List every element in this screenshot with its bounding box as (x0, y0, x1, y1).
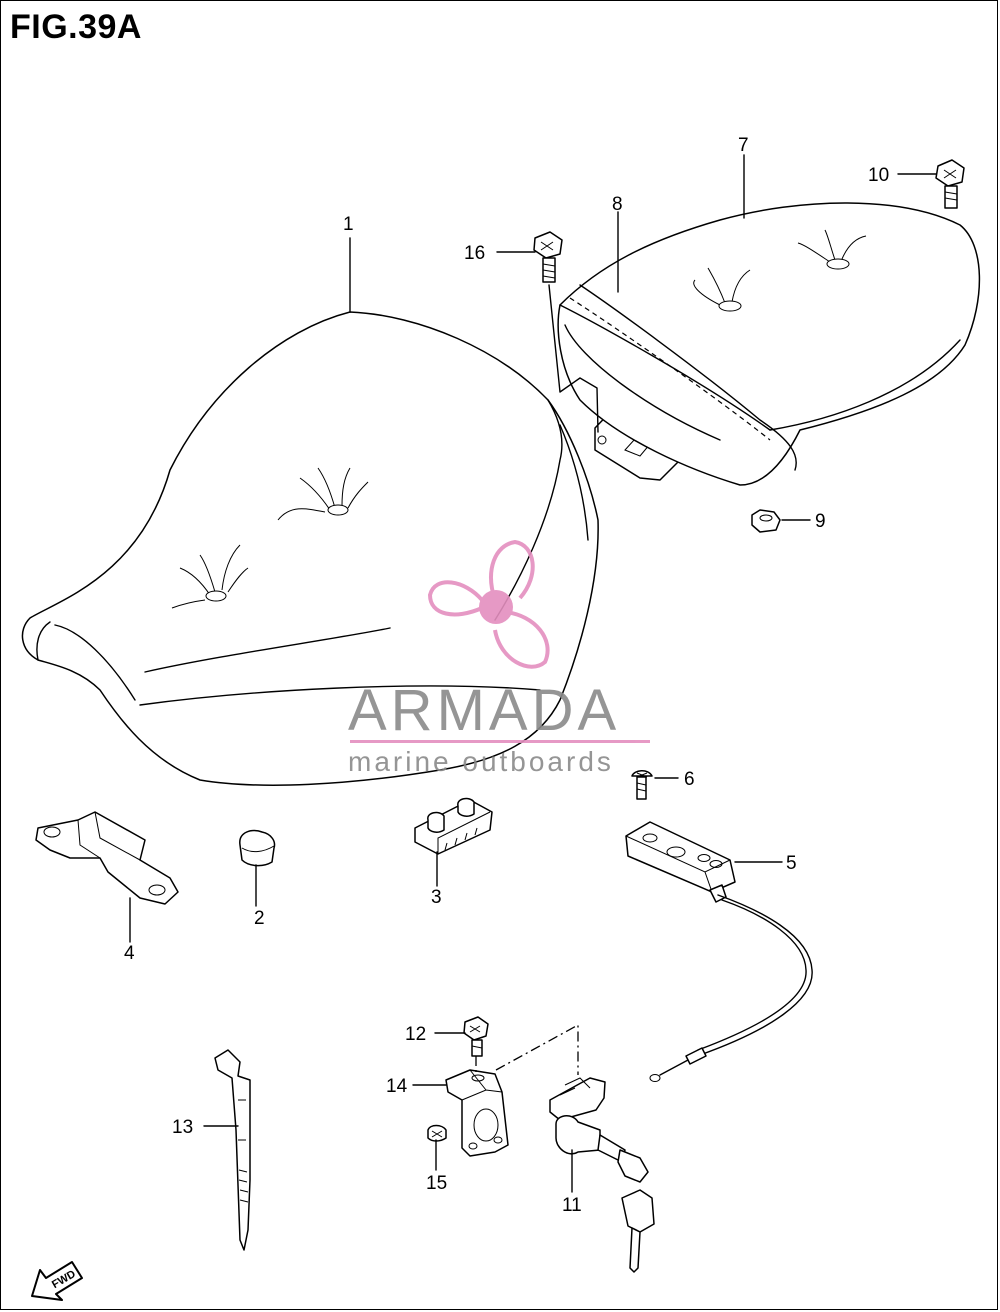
callout-6: 6 (684, 769, 695, 790)
armada-logo: ARMADA marine outboards (348, 539, 650, 777)
nut-part-9 (751, 509, 781, 533)
screw-part-6 (631, 770, 653, 800)
bolt-part-12 (463, 1016, 489, 1057)
key-cylinder-part-11 (549, 1077, 655, 1273)
bolt-part-10 (935, 159, 965, 209)
callout-16: 16 (464, 243, 485, 264)
watermark-tagline: marine outboards (348, 746, 614, 777)
cable-tie-part-13 (214, 1049, 251, 1251)
callout-3: 3 (431, 887, 442, 908)
callout-15: 15 (426, 1173, 447, 1194)
callout-7: 7 (738, 135, 749, 156)
callout-8: 8 (612, 194, 623, 215)
lock-unit-part-5 (625, 821, 813, 1082)
callout-labels: 1 2 3 4 5 6 7 8 9 10 11 12 14 15 13 16 (124, 135, 889, 1216)
damper-part-3 (414, 797, 493, 855)
rear-seat-part-7 (557, 202, 981, 486)
watermark-brand: ARMADA (348, 678, 620, 743)
callout-10: 10 (868, 165, 889, 186)
bracket-part-14 (445, 1069, 509, 1157)
callout-9: 9 (815, 511, 826, 532)
callout-5: 5 (786, 853, 797, 874)
callout-2: 2 (254, 908, 265, 929)
bolt-part-16 (533, 231, 563, 283)
fwd-arrow-icon: FWD (31, 1261, 83, 1301)
figure-title: FIG.39A (10, 8, 142, 46)
callout-11: 11 (562, 1195, 582, 1216)
leader-lines (129, 154, 937, 1193)
bracket-part-4 (35, 811, 179, 905)
callout-12: 12 (405, 1024, 426, 1045)
screw-part-15 (427, 1124, 447, 1142)
callout-1: 1 (343, 214, 354, 235)
front-seat-part-1 (21, 311, 599, 786)
cushion-part-2 (239, 829, 276, 867)
callout-13-14: 14 (386, 1076, 408, 1097)
callout-13: 13 (172, 1117, 193, 1138)
callout-4: 4 (124, 943, 135, 964)
